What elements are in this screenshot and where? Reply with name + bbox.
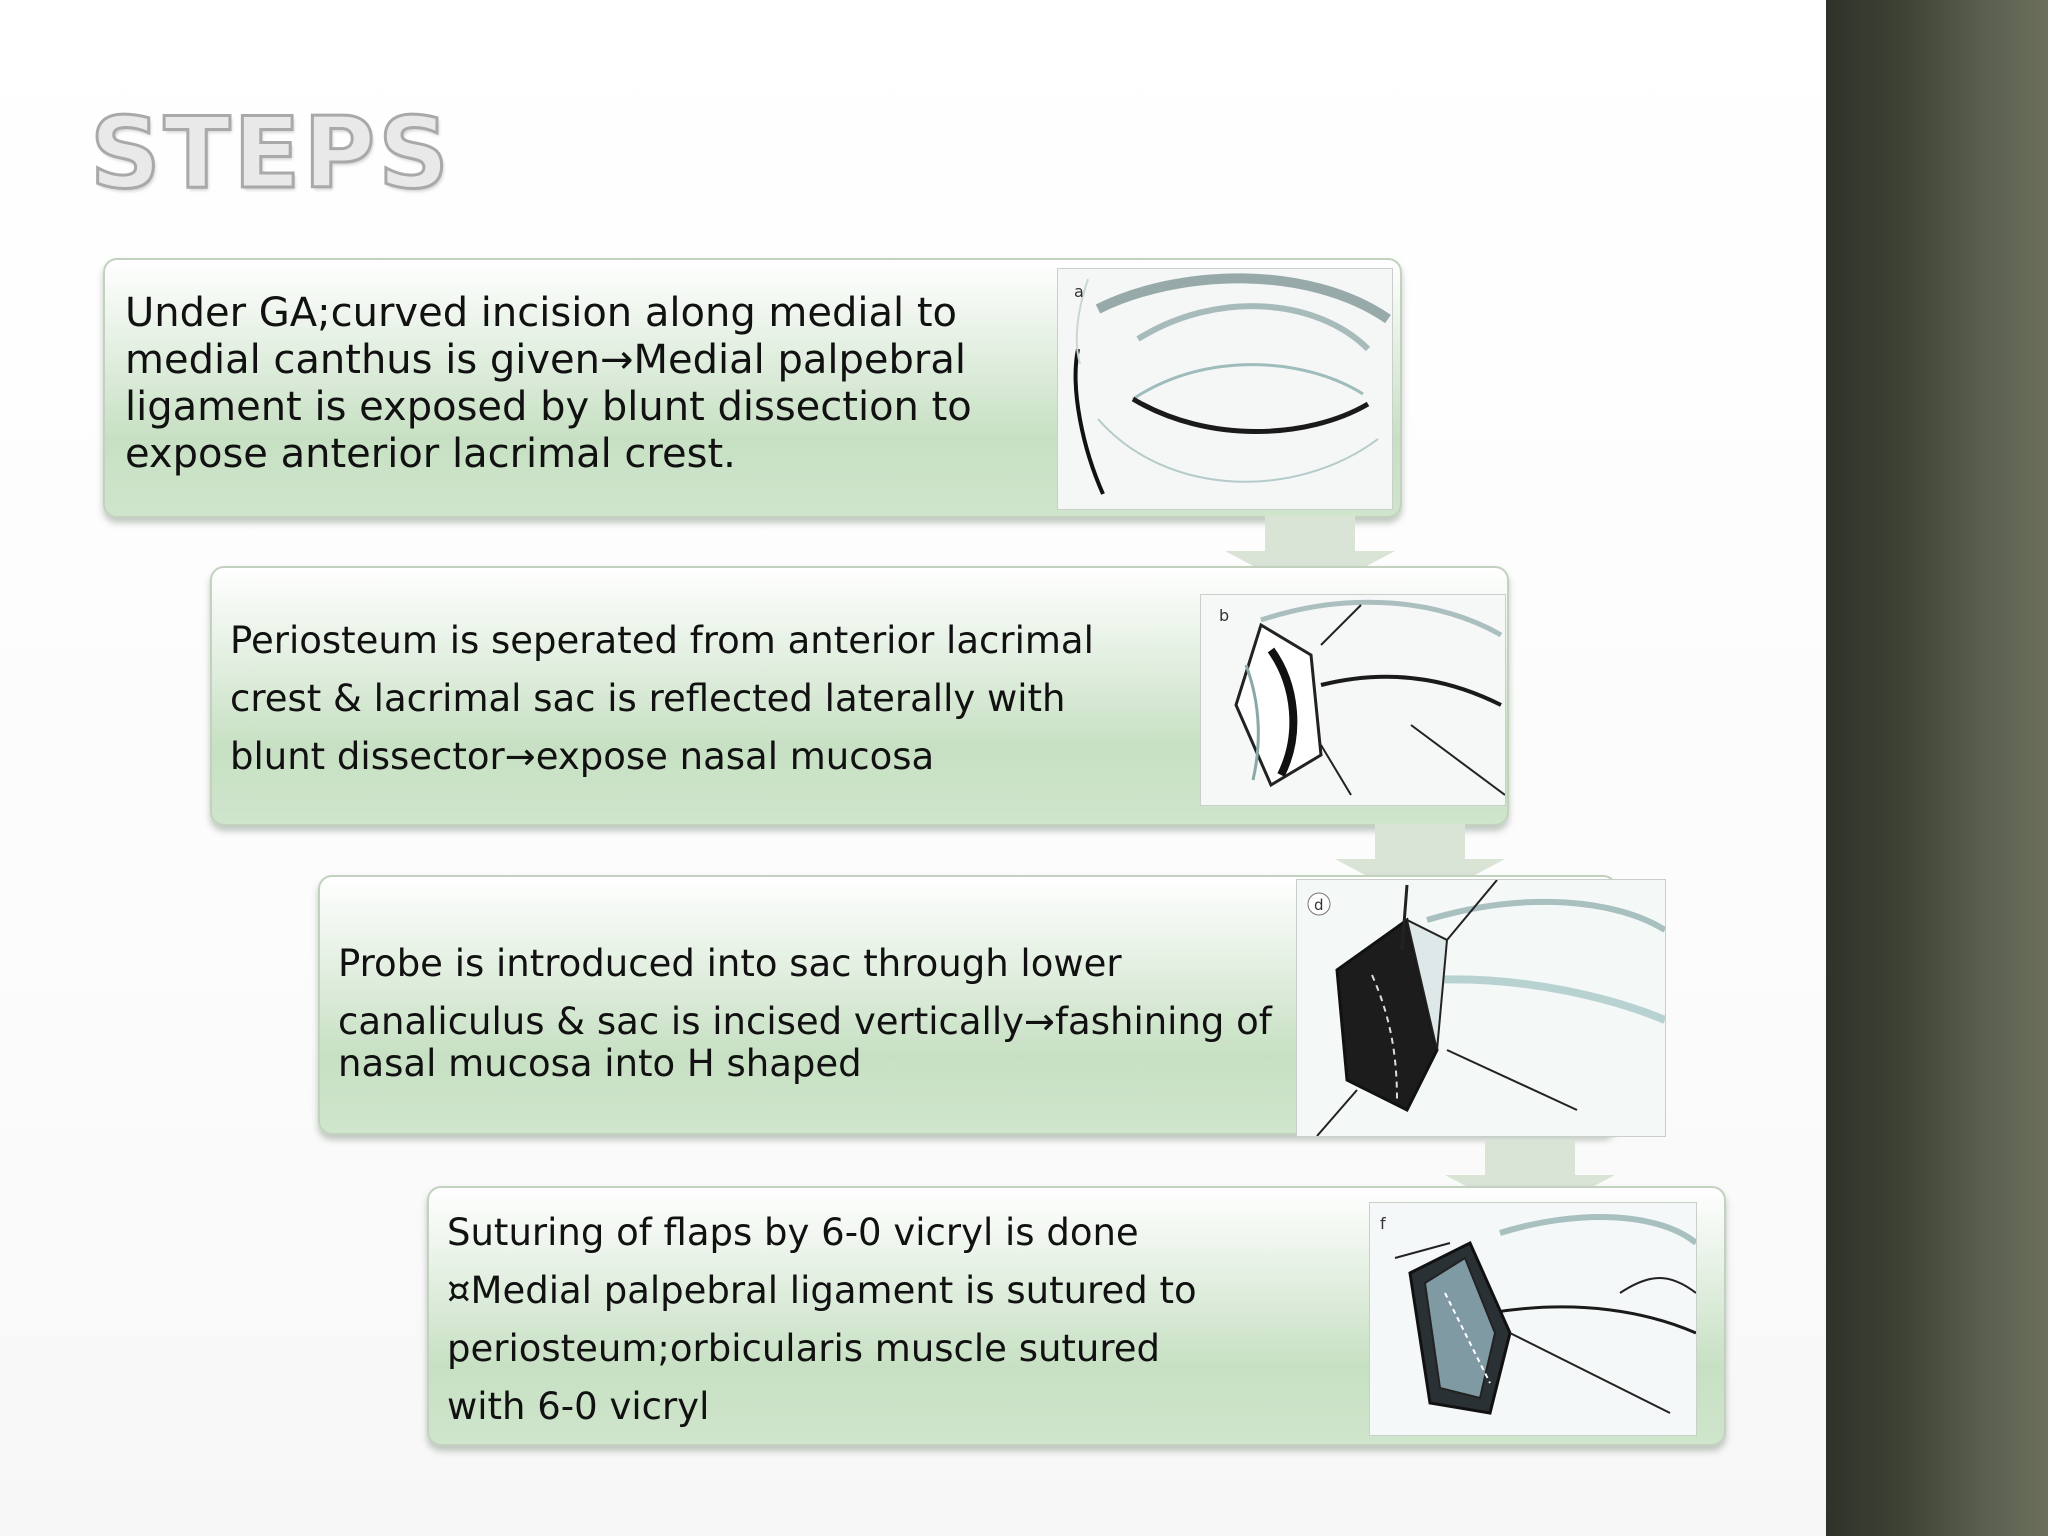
step-1-line-3: ligament is exposed by blunt dissection … bbox=[125, 384, 972, 430]
step-1-text: Under GA;curved incision along medial to… bbox=[125, 290, 1005, 478]
step-box-4: Suturing of flaps by 6-0 vicryl is done … bbox=[427, 1186, 1726, 1446]
down-arrow-icon bbox=[1335, 824, 1505, 904]
step-1-line-2: medial canthus is given→Medial palpebral bbox=[125, 337, 966, 383]
step-4-line-1: Suturing of flaps by 6-0 vicryl is done bbox=[447, 1211, 1139, 1254]
step-box-3: Probe is introduced into sac through low… bbox=[318, 875, 1666, 1137]
step-box-1: Under GA;curved incision along medial to… bbox=[103, 258, 1402, 518]
step-2-illustration: b bbox=[1200, 594, 1506, 806]
step-1-illustration: a bbox=[1057, 268, 1393, 510]
slide-title: STEPS bbox=[89, 97, 452, 211]
step-3-line-3: nasal mucosa into H shaped bbox=[338, 1042, 862, 1085]
figure-letter-b: b bbox=[1219, 606, 1229, 625]
step-3-line-2: canaliculus & sac is incised vertically→… bbox=[338, 1000, 1272, 1043]
figure-letter-f: f bbox=[1380, 1214, 1386, 1233]
step-3-line-1: Probe is introduced into sac through low… bbox=[338, 942, 1122, 985]
step-3-illustration: d bbox=[1296, 879, 1666, 1137]
step-1-line-4: expose anterior lacrimal crest. bbox=[125, 431, 736, 477]
step-4-text: Suturing of flaps by 6-0 vicryl is done … bbox=[447, 1204, 1347, 1436]
step-2-line-3: blunt dissector→expose nasal mucosa bbox=[230, 735, 935, 778]
step-box-2: Periosteum is seperated from anterior la… bbox=[210, 566, 1509, 826]
step-1-line-1: Under GA;curved incision along medial to bbox=[125, 290, 957, 336]
step-4-line-2: ¤Medial palpebral ligament is sutured to bbox=[447, 1269, 1197, 1312]
side-decor-panel bbox=[1826, 0, 2048, 1536]
figure-letter-a: a bbox=[1074, 282, 1084, 301]
step-4-illustration: f bbox=[1369, 1202, 1697, 1436]
figure-letter-d: d bbox=[1314, 896, 1324, 914]
down-arrow-icon bbox=[1225, 516, 1395, 596]
step-3-text: Probe is introduced into sac through low… bbox=[338, 935, 1318, 1085]
step-4-line-3: periosteum;orbicularis muscle sutured bbox=[447, 1327, 1161, 1370]
down-arrow-icon bbox=[1445, 1140, 1615, 1220]
step-2-line-1: Periosteum is seperated from anterior la… bbox=[230, 619, 1094, 662]
step-2-line-2: crest & lacrimal sac is reflected latera… bbox=[230, 677, 1066, 720]
step-4-line-4: with 6-0 vicryl bbox=[447, 1385, 710, 1428]
step-2-text: Periosteum is seperated from anterior la… bbox=[230, 612, 1130, 786]
